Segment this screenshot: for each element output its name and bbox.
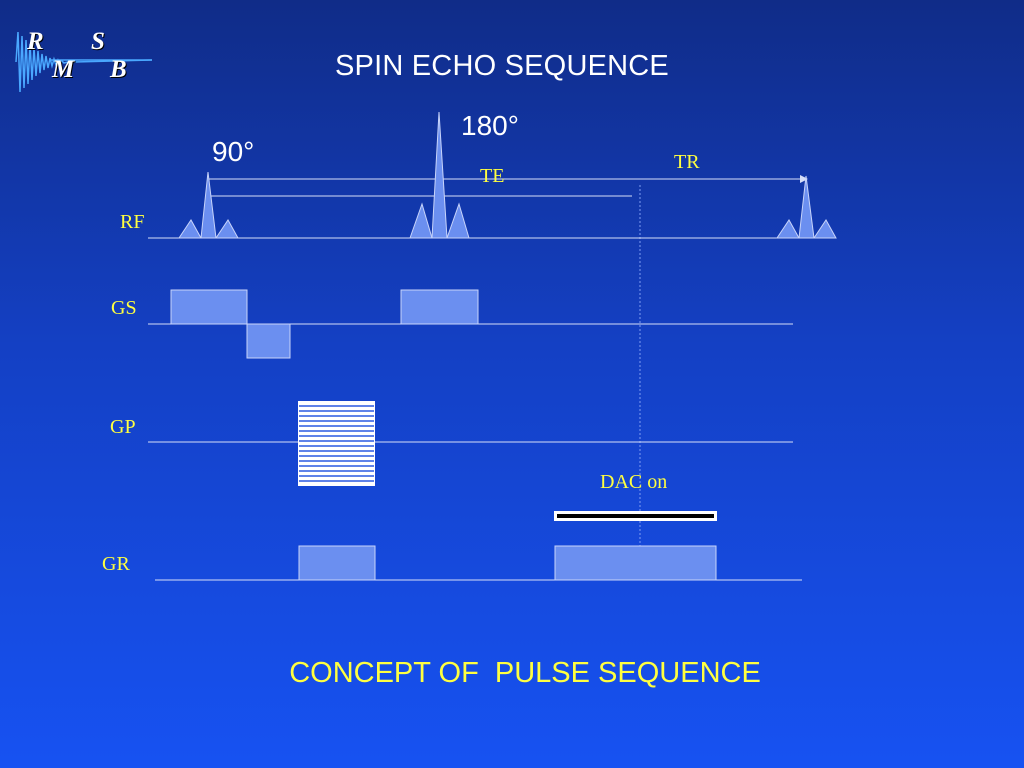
row-label-gs: GS — [111, 297, 137, 319]
label-180-degree: 180° — [461, 110, 519, 141]
gr-dephase-lobe — [298, 545, 376, 581]
gp-phase-steps — [299, 405, 374, 482]
dac-on-bar-inner — [557, 514, 714, 518]
gp-phase-encode-table — [298, 401, 375, 486]
logo-letter-m: M — [52, 56, 75, 83]
logo-letter-s: S — [91, 28, 105, 55]
label-tr: TR — [674, 151, 700, 173]
rf-pulse-90-repeat — [776, 175, 837, 239]
row-label-gr: GR — [102, 553, 130, 575]
label-te: TE — [480, 165, 505, 187]
logo-letter-r: R — [27, 28, 44, 55]
logo-letter-b: B — [110, 56, 127, 83]
gs-rephase-lobe — [246, 323, 291, 359]
gr-readout-lobe — [554, 545, 717, 581]
rsmb-logo: R S M B — [14, 24, 154, 100]
slide-subtitle: CONCEPT OF PULSE SEQUENCE — [289, 657, 761, 689]
rf-pulse-180 — [409, 111, 470, 239]
tr-arrowhead — [800, 175, 808, 183]
label-90-degree: 90° — [212, 136, 255, 167]
gs-slice-select-lobe — [170, 289, 248, 325]
logo-waveform-icon — [15, 31, 153, 93]
row-label-rf: RF — [120, 211, 145, 233]
rf-pulse-90 — [178, 171, 239, 239]
dac-on-label: DAC on — [600, 471, 668, 493]
row-label-gp: GP — [110, 416, 136, 438]
slide-title: SPIN ECHO SEQUENCE — [335, 50, 669, 82]
gs-slice-select-lobe-180 — [400, 289, 479, 325]
